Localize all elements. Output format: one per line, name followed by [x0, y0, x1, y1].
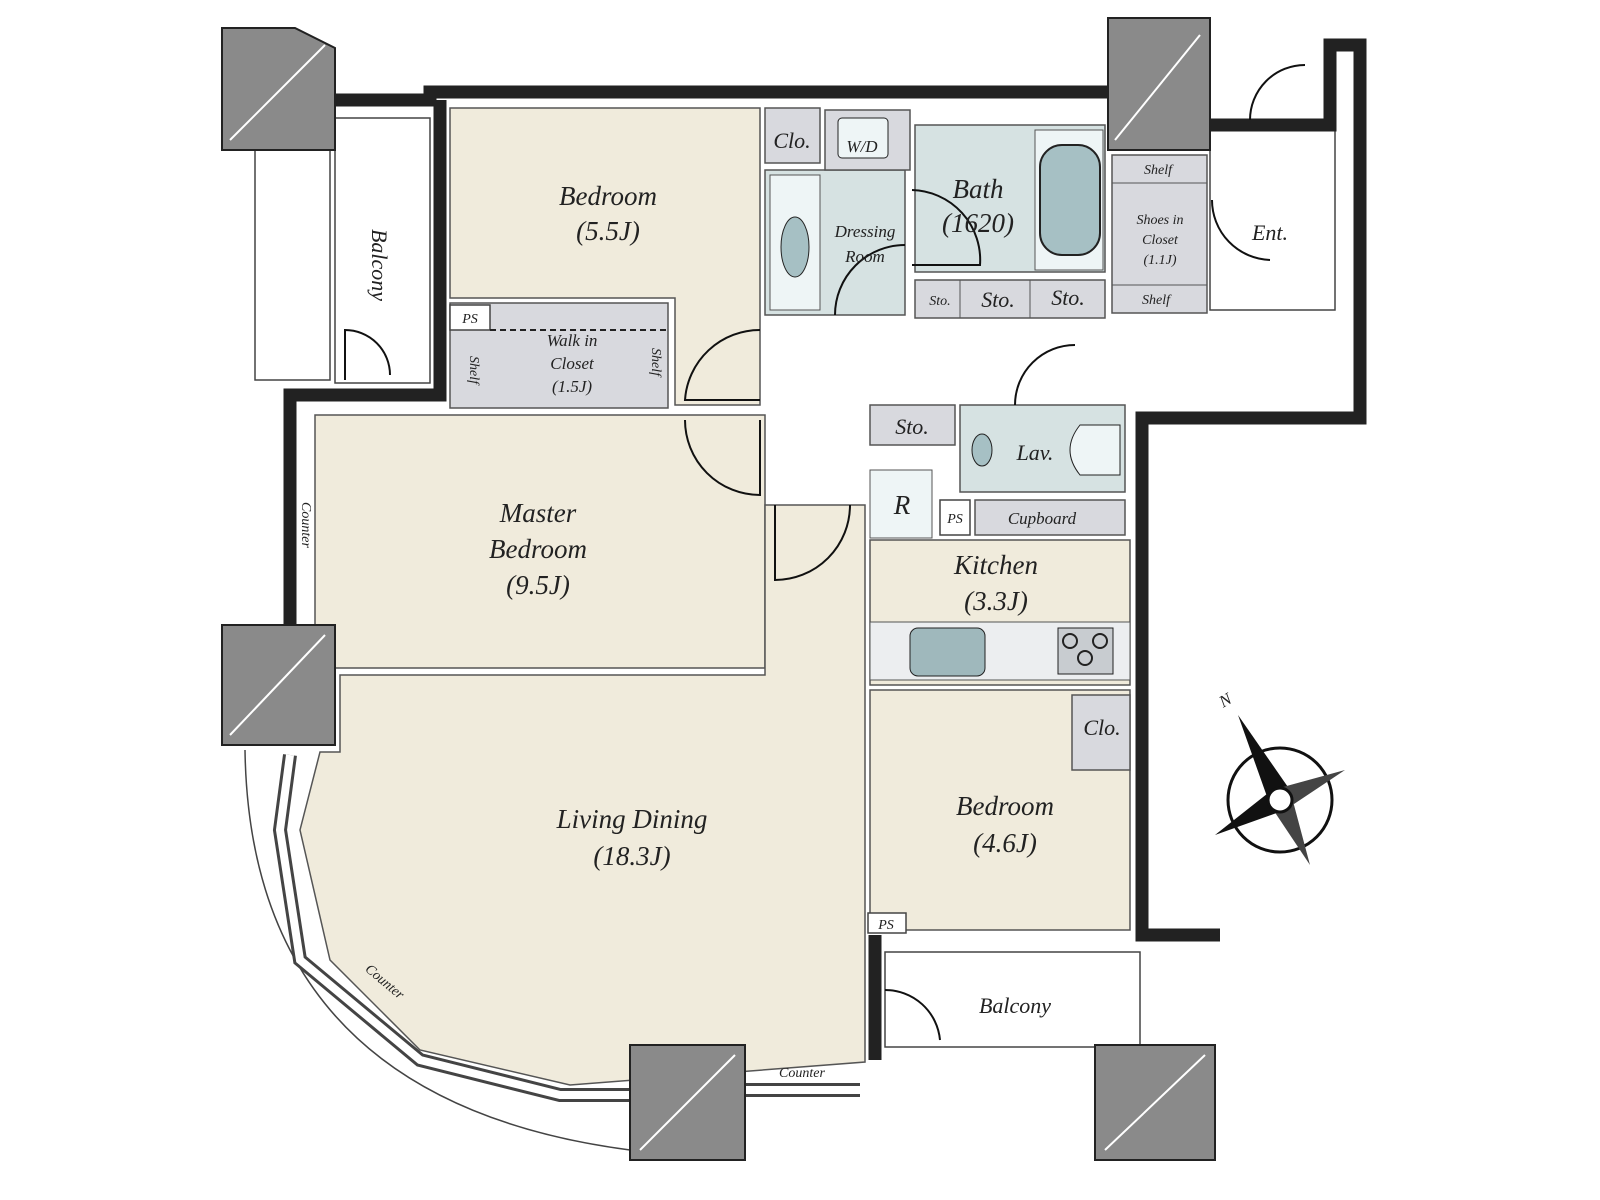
label-dressing: Dressing	[834, 222, 896, 241]
label-shoes-2: Closet	[1142, 233, 1179, 248]
bedroom-5-5j[interactable]	[449, 107, 761, 406]
label-dressing-2: Room	[844, 247, 885, 266]
storage-hall[interactable]	[869, 404, 956, 446]
north-label: N	[1215, 688, 1237, 711]
wall-right	[1135, 38, 1367, 942]
label-bedroom2: Bedroom	[956, 791, 1054, 821]
compass-rose-icon: N	[1215, 688, 1345, 865]
label-ps: PS	[877, 918, 894, 933]
column	[1094, 1044, 1216, 1161]
wall-left	[283, 100, 447, 625]
label-master: Master	[499, 498, 577, 528]
label-ps: PS	[461, 312, 478, 327]
closet-bedroom2[interactable]	[1071, 694, 1131, 771]
label-kitchen-size: (3.3J)	[964, 586, 1028, 616]
door-dressing[interactable]	[834, 244, 906, 316]
ps-box	[939, 499, 971, 536]
burner-icon	[1077, 650, 1093, 666]
balcony-bottom	[884, 951, 1141, 1048]
label-shoes: Shoes in	[1136, 213, 1183, 228]
label-bedroom1: Bedroom	[559, 181, 657, 211]
label-shoes-size: (1.1J)	[1143, 253, 1176, 268]
label-kitchen: Kitchen	[953, 550, 1038, 580]
ps-box	[867, 912, 907, 934]
label-balcony-left: Balcony	[367, 229, 392, 301]
label-wic: Walk in	[547, 331, 598, 350]
label-shelf: Shelf	[1142, 293, 1172, 308]
label-bedroom1-size: (5.5J)	[576, 216, 640, 246]
label-lav: Lav.	[1016, 440, 1054, 465]
label-bath: Bath	[953, 174, 1004, 204]
living-dining[interactable]	[299, 504, 866, 1086]
entrance-outer-door[interactable]	[1249, 64, 1306, 121]
washbasin-icon	[971, 433, 993, 467]
label-counter: Counter	[779, 1066, 825, 1081]
balcony-left-outer	[254, 117, 331, 381]
column	[1107, 17, 1211, 151]
closet-bedroom1[interactable]	[764, 107, 821, 164]
column	[221, 624, 336, 746]
label-sto: Sto.	[1051, 285, 1085, 310]
burner-icon	[1062, 633, 1078, 649]
door-master[interactable]	[684, 419, 761, 497]
label-closet1: Clo.	[773, 128, 810, 153]
column	[221, 27, 336, 151]
balcony-left	[334, 117, 431, 384]
toilet-icon	[1069, 424, 1121, 476]
ps-box	[449, 304, 491, 331]
door-balcony-bottom[interactable]	[884, 988, 941, 1041]
label-bedroom2-size: (4.6J)	[973, 828, 1037, 858]
shoes-closet[interactable]	[1111, 154, 1208, 314]
label-balcony-bottom: Balcony	[979, 993, 1051, 1018]
wall-top	[335, 85, 1110, 107]
label-shelf: Shelf	[466, 356, 481, 386]
washbasin-icon	[780, 216, 810, 278]
label-wd: W/D	[846, 137, 878, 156]
refrigerator-space	[869, 469, 933, 539]
label-master-2: Bedroom	[489, 534, 587, 564]
burner-icon	[1092, 633, 1108, 649]
label-counter: Counter	[298, 502, 313, 548]
label-shelf: Shelf	[1144, 163, 1174, 178]
label-cupboard: Cupboard	[1008, 509, 1077, 528]
bathtub-icon	[1039, 144, 1101, 256]
balcony-curve	[244, 749, 631, 1151]
label-shelf: Shelf	[648, 348, 663, 378]
label-sto-small: Sto.	[929, 294, 950, 309]
label-living-size: (18.3J)	[593, 841, 670, 871]
label-bath-size: (1620)	[942, 208, 1014, 238]
label-ps: PS	[946, 512, 963, 527]
label-closet2: Clo.	[1083, 715, 1120, 740]
label-wic-2: Closet	[550, 354, 595, 373]
label-wic-size: (1.5J)	[552, 377, 592, 396]
door-bedroom1[interactable]	[683, 328, 761, 401]
column	[629, 1044, 746, 1161]
door-bath[interactable]	[911, 189, 982, 266]
storage-row[interactable]	[914, 279, 1106, 319]
label-entrance: Ent.	[1251, 220, 1288, 245]
washer-dryer-icon	[837, 117, 889, 159]
door-balcony-left[interactable]	[344, 328, 391, 380]
cupboard[interactable]	[974, 499, 1126, 536]
entrance-door[interactable]	[1211, 199, 1271, 261]
label-sto: Sto.	[981, 287, 1015, 312]
label-refrigerator: R	[893, 490, 911, 520]
master-bedroom[interactable]	[314, 414, 766, 669]
sink-icon	[909, 627, 986, 677]
label-master-size: (9.5J)	[506, 570, 570, 600]
door-lav[interactable]	[1014, 344, 1076, 406]
door-living[interactable]	[774, 504, 851, 582]
label-sto-hall: Sto.	[895, 414, 929, 439]
label-living: Living Dining	[556, 804, 708, 834]
